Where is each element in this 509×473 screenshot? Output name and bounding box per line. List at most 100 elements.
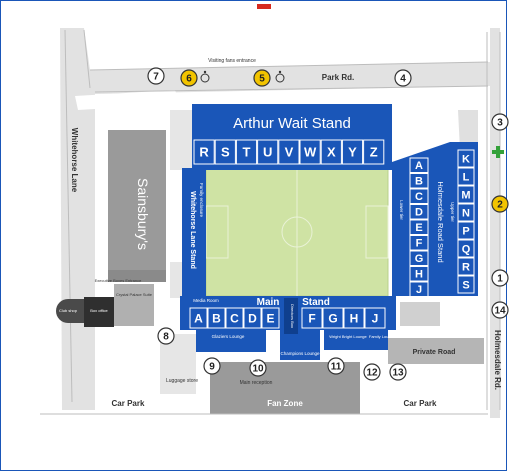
holmesdale-outer-block-label: P xyxy=(462,225,469,237)
gate-6-marker[interactable] xyxy=(180,69,198,87)
gate-12-marker[interactable] xyxy=(363,363,381,381)
directors-box xyxy=(284,298,298,334)
gate-7-marker[interactable] xyxy=(147,67,165,85)
main-stand-word-stand: Stand xyxy=(302,297,330,308)
main-stand-left-block[interactable] xyxy=(189,307,208,329)
car-park-right-label: Car Park xyxy=(404,399,437,408)
gate-7-label: 7 xyxy=(153,72,159,83)
holmesdale-outer-block[interactable] xyxy=(457,257,475,276)
main-stand-left-block[interactable] xyxy=(225,307,244,329)
main-stand-left-block[interactable] xyxy=(243,307,262,329)
arthur-wait-block[interactable] xyxy=(257,139,279,165)
gate-13-marker[interactable] xyxy=(389,363,407,381)
visiting-fans-label: Visiting fans entrance xyxy=(208,58,256,64)
holmesdale-inner-block[interactable] xyxy=(409,266,429,282)
park-rd-label: Park Rd. xyxy=(322,73,354,82)
holmesdale-outer-block[interactable] xyxy=(457,221,475,240)
arthur-wait-block-label: V xyxy=(285,145,294,160)
arthur-wait-block[interactable] xyxy=(341,139,364,165)
executive-boxes-label: Executive Boxes Entrance xyxy=(95,278,142,283)
main-stand-right-block[interactable] xyxy=(343,307,365,329)
arthur-wait-block-label: W xyxy=(304,145,317,160)
arthur-wait-block[interactable] xyxy=(193,139,215,165)
holmesdale-outer-block-label: N xyxy=(462,207,470,219)
glaziers-lounge-label: Glaziers Lounge xyxy=(212,334,245,339)
gate-10-marker[interactable] xyxy=(249,359,267,377)
club-shop-label: Club shop xyxy=(59,308,78,313)
holmesdale-outer-block[interactable] xyxy=(457,275,475,294)
arthur-wait-block[interactable] xyxy=(278,139,300,165)
holmesdale-road-stand-name: Holmesdale Road Stand xyxy=(436,181,445,262)
main-stand-right-block[interactable] xyxy=(301,307,323,329)
crystal-suite-building xyxy=(114,284,154,326)
holmesdale-outer-block[interactable] xyxy=(457,203,475,222)
gate-5-label: 5 xyxy=(259,74,265,85)
holmesdale-inner-block-label: E xyxy=(415,222,422,234)
main-stand-right-block[interactable] xyxy=(364,307,386,329)
holmesdale-inner-block[interactable] xyxy=(409,173,429,189)
holmesdale-outer-block-label: K xyxy=(462,153,470,165)
holmesdale-inner-block-label: B xyxy=(415,176,423,188)
gate-4-marker[interactable] xyxy=(394,69,412,87)
champions-lounge-label: Champions Lounge xyxy=(280,351,320,356)
holmesdale-inner-block[interactable] xyxy=(409,188,429,204)
holmesdale-outer-block[interactable] xyxy=(457,149,475,168)
holmesdale-inner-block[interactable] xyxy=(409,204,429,220)
holmesdale-outer-block[interactable] xyxy=(457,239,475,258)
gate-4-label: 4 xyxy=(400,74,406,85)
gate-8-marker[interactable] xyxy=(157,327,175,345)
gate-10-label: 10 xyxy=(252,364,264,375)
main-stand-right-block[interactable] xyxy=(322,307,344,329)
gate-14-marker[interactable] xyxy=(491,301,509,319)
gate-5-marker[interactable] xyxy=(253,69,271,87)
holmesdale-outer-block-label: L xyxy=(463,171,470,183)
arthur-wait-block[interactable] xyxy=(214,139,236,165)
gate-14-label: 14 xyxy=(494,306,506,317)
gate-6-label: 6 xyxy=(186,74,192,85)
compass-marker-icon xyxy=(257,4,271,9)
holmesdale-inner-block[interactable] xyxy=(409,219,429,235)
corner-se xyxy=(400,302,440,326)
car-park-left-label: Car Park xyxy=(112,399,145,408)
gate-3-marker[interactable] xyxy=(491,113,509,131)
holmesdale-inner-block-label: D xyxy=(415,207,423,219)
arthur-wait-block[interactable] xyxy=(299,139,321,165)
holmesdale-inner-block[interactable] xyxy=(409,157,429,173)
gate-8-label: 8 xyxy=(163,332,169,343)
holmesdale-inner-block[interactable] xyxy=(409,281,429,297)
holmesdale-outer-block[interactable] xyxy=(457,185,475,204)
arthur-wait-block[interactable] xyxy=(235,139,258,165)
pavement xyxy=(75,90,180,110)
main-stand-lounge-mid xyxy=(280,330,320,360)
gate-9-marker[interactable] xyxy=(203,357,221,375)
gate-1-marker[interactable] xyxy=(491,269,509,287)
main-stand-left-block[interactable] xyxy=(207,307,226,329)
holmesdale-inner-block[interactable] xyxy=(409,235,429,251)
holmesdale-outer-block[interactable] xyxy=(457,167,475,186)
gate-2-label: 2 xyxy=(497,200,503,211)
arthur-wait-block[interactable] xyxy=(320,139,342,165)
holmesdale-outer-block-label: R xyxy=(462,261,470,273)
holmesdale-inner-block-label: A xyxy=(415,160,423,172)
luggage-store-label: Luggage store xyxy=(166,378,198,384)
main-stand-right-block-label: J xyxy=(372,311,379,325)
holmesdale-road-area xyxy=(490,28,500,418)
gate-11-label: 11 xyxy=(331,362,342,373)
holmesdale-inner-block[interactable] xyxy=(409,250,429,266)
arthur-wait-block[interactable] xyxy=(363,139,385,165)
main-stand-left-block[interactable] xyxy=(261,307,280,329)
lower-tier-label: Lower tier xyxy=(399,200,404,220)
corner-nw xyxy=(170,110,196,170)
gate-11-marker[interactable] xyxy=(327,357,345,375)
arthur-wait-block-label: R xyxy=(199,145,209,160)
family-enclosure-label: Family enclosure xyxy=(199,183,204,218)
main-stand-lounge-right xyxy=(324,326,388,350)
holmesdale-outer-block-label: M xyxy=(461,189,470,201)
main-stand-left-block-label: B xyxy=(212,311,221,325)
box-office-building xyxy=(84,297,114,327)
whitehorse-lane-stand[interactable] xyxy=(182,168,206,296)
gate-2-marker[interactable] xyxy=(491,195,509,213)
